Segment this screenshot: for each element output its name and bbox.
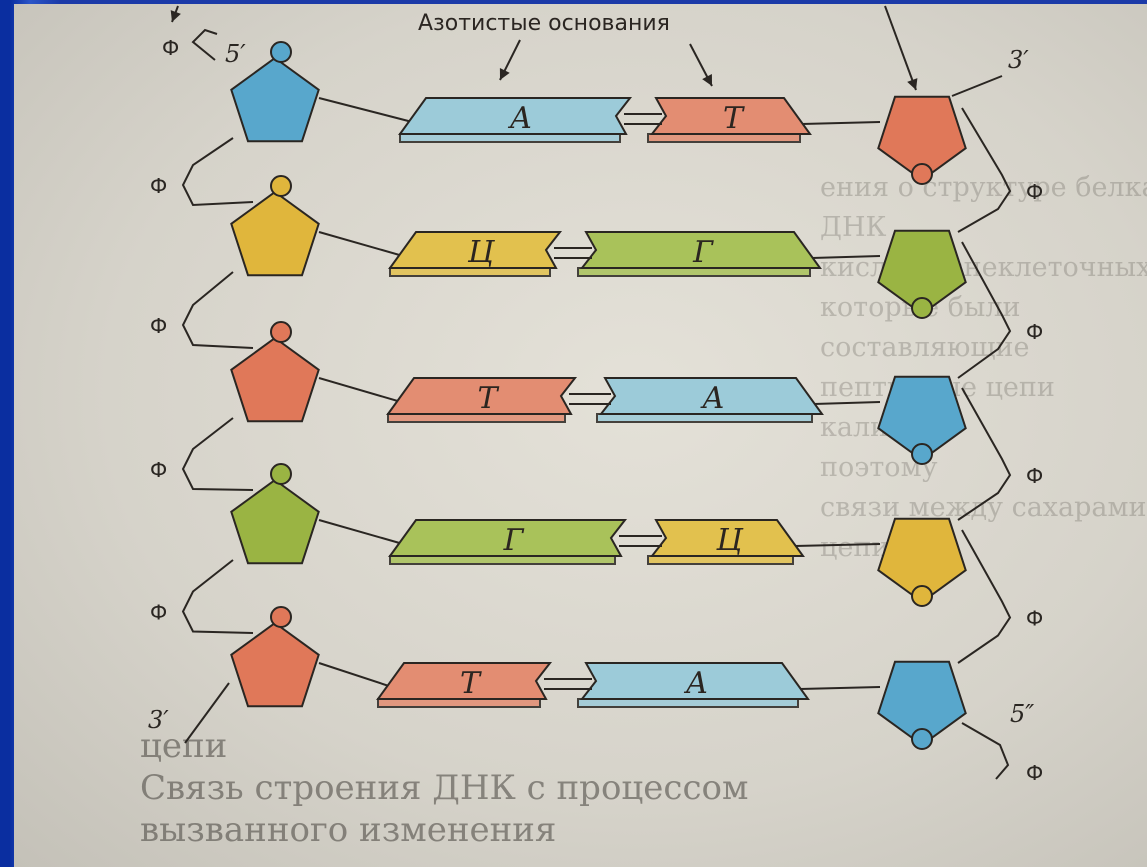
- phosphate-bridge-right: [957, 107, 1012, 233]
- base-letter-right: Ц: [715, 523, 744, 558]
- label-left-5-prime: 5′: [225, 40, 246, 68]
- phosphate-bridge-left: [181, 137, 254, 207]
- phosphate-label-right: Ф: [1026, 464, 1043, 488]
- base-left: [398, 97, 633, 135]
- phosphate-label-left: Ф: [150, 458, 167, 482]
- label-right-3-prime: 3′: [1008, 46, 1029, 74]
- faded-page-text: ения о структуре белка ДНК кислоты внекл…: [820, 172, 1147, 563]
- strand-end-bottom-left: [184, 682, 230, 744]
- phosphate-label-left: Ф: [150, 601, 167, 625]
- base-right: [649, 97, 812, 135]
- sugar-right: [877, 660, 967, 747]
- label-right-5-prime: 5″: [1010, 700, 1034, 728]
- base-left: [386, 377, 578, 415]
- strand-end-top-right: [951, 75, 1003, 97]
- glycosidic-bond-left: [318, 377, 409, 405]
- base-right: [598, 377, 824, 415]
- glycosidic-bond-left: [318, 97, 421, 125]
- phosphate-bridge-right: [957, 241, 1012, 379]
- base-letter-right: А: [700, 381, 725, 416]
- base-letter-left: Т: [477, 381, 499, 416]
- sugar-oxygen-left: [270, 321, 292, 343]
- sugar-right: [877, 229, 967, 316]
- sugar-left: [230, 336, 320, 423]
- label-left-3-prime: 3′: [148, 706, 169, 734]
- sugar-oxygen-right: [911, 297, 933, 319]
- phosphate-label-left: Ф: [150, 174, 167, 198]
- sugar-right: [877, 517, 967, 604]
- phosphate-label-bottom: Ф: [1026, 761, 1043, 785]
- phosphate-label-right: Ф: [1026, 607, 1043, 631]
- sugar-oxygen-left: [270, 41, 292, 63]
- phosphate-bridge-left: [181, 559, 254, 634]
- phosphate-label-left: Ф: [150, 314, 167, 338]
- glycosidic-bond-right: [794, 543, 881, 547]
- sugar-oxygen-right: [911, 163, 933, 185]
- page-text-bottom: цепи Связь строения ДНК с процессом вызв…: [140, 726, 749, 850]
- arrow-top-left-head: [170, 10, 181, 22]
- sugar-oxygen-left: [270, 463, 292, 485]
- glycosidic-bond-right: [801, 121, 881, 125]
- phosphate-label-right: Ф: [1026, 320, 1043, 344]
- base-letter-left: Г: [503, 523, 525, 558]
- base-letter-left: Ц: [467, 235, 496, 270]
- arrow-to-sugar: [884, 5, 917, 91]
- glycosidic-bond-left: [318, 662, 399, 690]
- arrow-to-base-left-head: [499, 68, 510, 80]
- phosphate-bridge-right: [957, 529, 1012, 664]
- phosphate-label-top: Ф: [162, 36, 179, 60]
- diagram-labels: Азотистые основания 5′ 3′ 3′ 5″ Ф Ф Ф Ф Ф Ф…: [148, 11, 1043, 785]
- base-right: [649, 519, 805, 557]
- phosphate-bridge-left: [181, 417, 254, 491]
- sugar-oxygen-left: [270, 175, 292, 197]
- strand-end-bottom-right: [961, 722, 1010, 780]
- arrow-to-sugar-head: [907, 78, 918, 90]
- sugar-oxygen-right: [911, 585, 933, 607]
- base-right: [579, 231, 822, 269]
- strand-end-top-left: [191, 28, 218, 61]
- bases-heading: Азотистые основания: [418, 11, 670, 36]
- sugar-right: [877, 95, 967, 182]
- arrow-to-base-right-head: [702, 74, 712, 86]
- sugar-left: [230, 478, 320, 565]
- phosphate-bridge-left: [181, 271, 254, 349]
- base-letter-left: Т: [460, 666, 482, 701]
- glycosidic-bond-left: [318, 519, 411, 547]
- glycosidic-bond-right: [799, 686, 881, 690]
- glycosidic-bond-left: [318, 231, 411, 259]
- sugar-oxygen-right: [911, 443, 933, 465]
- glycosidic-bond-right: [811, 255, 881, 259]
- base-letter-right: А: [684, 666, 709, 701]
- base-left: [376, 662, 553, 700]
- sugar-right: [877, 375, 967, 462]
- base-letter-right: Г: [692, 235, 714, 270]
- sugar-oxygen-left: [270, 606, 292, 628]
- sugar-oxygen-right: [911, 728, 933, 750]
- base-left: [388, 231, 563, 269]
- glycosidic-bond-right: [813, 401, 881, 405]
- sugar-left: [230, 56, 320, 143]
- sugar-left: [230, 621, 320, 708]
- base-right: [579, 662, 810, 700]
- sugar-left: [230, 190, 320, 277]
- backbone-lines: [170, 5, 1012, 780]
- phosphate-label-right: Ф: [1026, 180, 1043, 204]
- base-left: [388, 519, 628, 557]
- phosphate-bridge-right: [957, 387, 1012, 521]
- base-left-edge: [389, 555, 616, 565]
- base-letter-right: Т: [723, 101, 745, 136]
- base-letter-left: А: [508, 101, 533, 136]
